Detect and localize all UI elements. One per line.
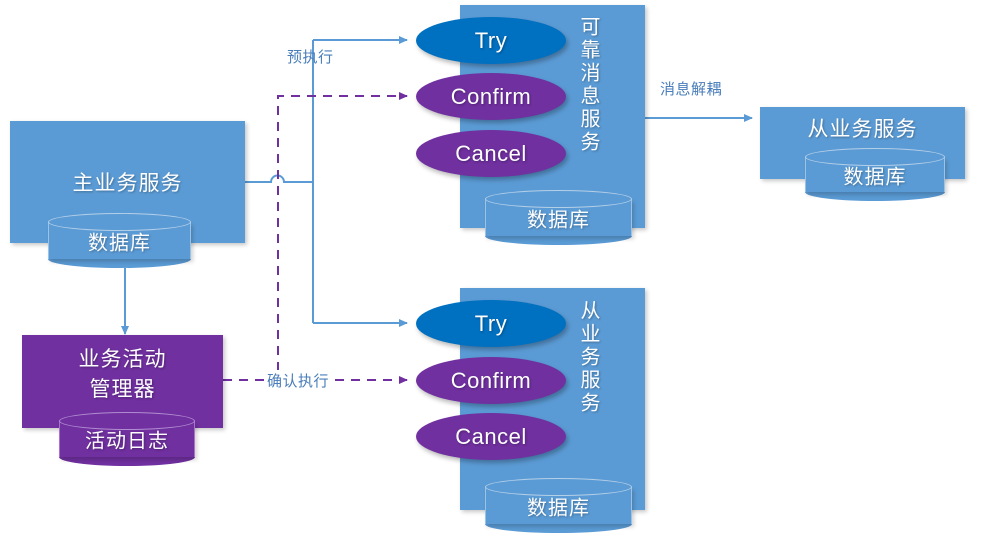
activity-log-cylinder[interactable]: 活动日志 (59, 412, 195, 466)
slave-right-database-cylinder[interactable]: 数据库 (805, 148, 945, 201)
edge-label-confirm-execute: 确认执行 (265, 370, 332, 391)
cylinder-top (805, 148, 945, 166)
edge-confirm-top-dashed (223, 92, 408, 381)
cylinder-top (48, 213, 191, 231)
main-service-database-cylinder[interactable]: 数据库 (48, 213, 191, 268)
cylinder-top (59, 412, 195, 430)
slave-tcc-confirm-label: Confirm (450, 367, 532, 393)
slave-tcc-try-ellipse[interactable]: Try (416, 300, 566, 347)
reliable-message-try-ellipse[interactable]: Try (416, 17, 566, 64)
slave-tcc-database-label: 数据库 (527, 497, 590, 519)
slave-tcc-confirm-ellipse[interactable]: Confirm (416, 357, 566, 404)
cylinder-top (485, 478, 632, 496)
slave-tcc-try-label: Try (474, 310, 508, 336)
slave-tcc-cancel-label: Cancel (455, 423, 527, 449)
reliable-message-confirm-label: Confirm (450, 83, 532, 109)
slave-tcc-cancel-ellipse[interactable]: Cancel (416, 413, 566, 460)
reliable-message-try-label: Try (474, 27, 508, 53)
edge-label-message-decouple: 消息解耦 (660, 81, 723, 98)
cylinder-top (485, 190, 632, 208)
reliable-message-cancel-ellipse[interactable]: Cancel (416, 130, 566, 177)
edge-label-pre-execute: 预执行 (287, 49, 334, 66)
slave-tcc-database-cylinder[interactable]: 数据库 (485, 478, 632, 533)
main-service-database-label: 数据库 (88, 232, 151, 254)
reliable-message-database-cylinder[interactable]: 数据库 (485, 190, 632, 245)
reliable-message-confirm-ellipse[interactable]: Confirm (416, 73, 566, 120)
reliable-message-cancel-label: Cancel (455, 140, 527, 166)
activity-log-label: 活动日志 (85, 430, 169, 453)
slave-right-database-label: 数据库 (843, 166, 907, 188)
reliable-message-database-label: 数据库 (527, 209, 590, 231)
